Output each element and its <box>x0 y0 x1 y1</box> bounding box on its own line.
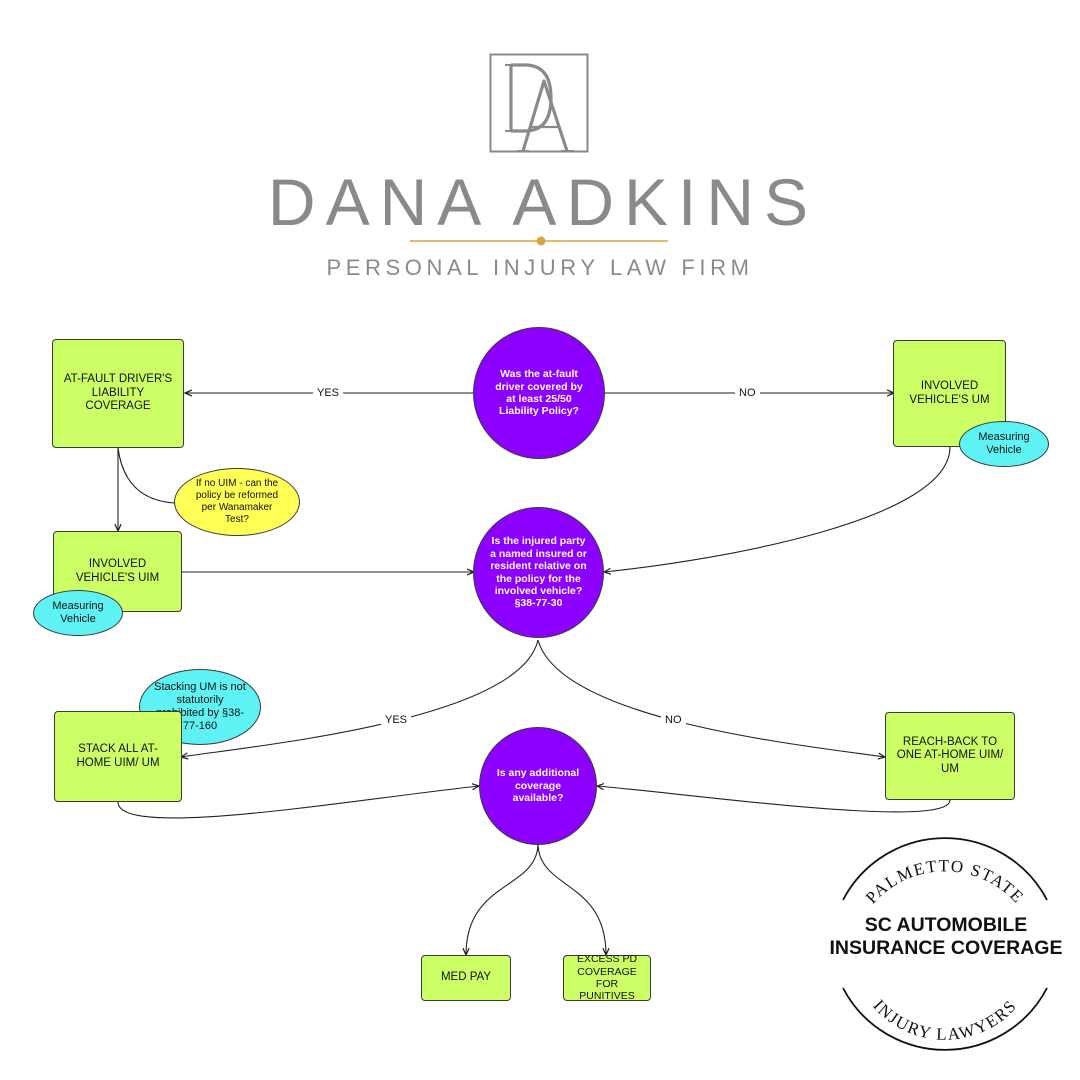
box-excess-pd: EXCESS PD COVERAGE FOR PUNITIVES <box>563 953 651 1003</box>
note-text: Measuring Vehicle <box>52 600 104 625</box>
box-text: REACH-BACK TO ONE AT-HOME UIM/ UM <box>896 735 1004 775</box>
note-measuring-vehicle: Measuring Vehicle <box>33 590 123 636</box>
edge-q2-no <box>537 639 885 757</box>
edge-label-no: NO <box>661 713 686 727</box>
decision-text: Is the injured party a named insured or … <box>490 535 587 610</box>
seal-title-line: SC AUTOMOBILE <box>864 914 1028 936</box>
note-wanamaker-test: If no UIM - can the policy be reformed p… <box>174 468 300 536</box>
note-text: If no UIM - can the policy be reformed p… <box>195 478 279 525</box>
decision-additional-coverage: Is any additional coverage available? <box>479 727 597 845</box>
da-monogram-logo <box>489 53 589 153</box>
box-stack-all-at-home: STACK ALL AT-HOME UIM/ UM <box>54 711 182 802</box>
edge-reach-to-q3 <box>597 786 951 813</box>
box-at-fault-liability: AT-FAULT DRIVER'S LIABILITY COVERAGE <box>52 339 184 448</box>
note-text: Measuring Vehicle <box>978 431 1030 456</box>
box-reach-back: REACH-BACK TO ONE AT-HOME UIM/ UM <box>885 712 1015 800</box>
edge-um-to-q2 <box>604 446 951 572</box>
decision-named-insured: Is the injured party a named insured or … <box>473 507 604 638</box>
box-text: EXCESS PD COVERAGE FOR PUNITIVES <box>576 953 638 1003</box>
decision-text: Was the at-fault driver covered by at le… <box>495 368 583 418</box>
brand-name: DANA ADKINS <box>267 165 819 239</box>
box-text: STACK ALL AT-HOME UIM/ UM <box>76 742 160 769</box>
box-text: AT-FAULT DRIVER'S LIABILITY COVERAGE <box>63 373 173 413</box>
edge-to-wanamaker-note <box>117 447 176 504</box>
box-involved-uim: INVOLVED VEHICLE'S UIM <box>53 531 182 612</box>
edge-q3-to-excess <box>537 842 606 955</box>
note-measuring-vehicle: Measuring Vehicle <box>959 421 1049 467</box>
brand-divider <box>410 236 668 246</box>
box-med-pay: MED PAY <box>421 955 511 1001</box>
edge-q3-to-medpay <box>466 842 539 955</box>
edge-label-yes: YES <box>381 713 412 727</box>
seal-title: SC AUTOMOBILE INSURANCE COVERAGE <box>815 914 1077 960</box>
seal-top-arc-text: PALMETTO STATE <box>862 856 1028 907</box>
decision-text: Is any additional coverage available? <box>496 767 580 805</box>
palmetto-state-seal: PALMETTO STATE INJURY LAWYERS <box>842 837 1048 1051</box>
brand-tagline: PERSONAL INJURY LAW FIRM <box>326 255 754 280</box>
edge-stack-to-q3 <box>117 786 479 819</box>
box-text: MED PAY <box>440 971 492 984</box>
box-text: INVOLVED VEHICLE'S UIM <box>75 557 160 584</box>
edge-label-yes: YES <box>313 386 344 400</box>
decision-liability-coverage: Was the at-fault driver covered by at le… <box>473 327 605 459</box>
seal-title-line: INSURANCE COVERAGE <box>829 937 1063 959</box>
box-text: INVOLVED VEHICLE'S UM <box>909 379 990 406</box>
edge-label-no: NO <box>735 386 760 400</box>
